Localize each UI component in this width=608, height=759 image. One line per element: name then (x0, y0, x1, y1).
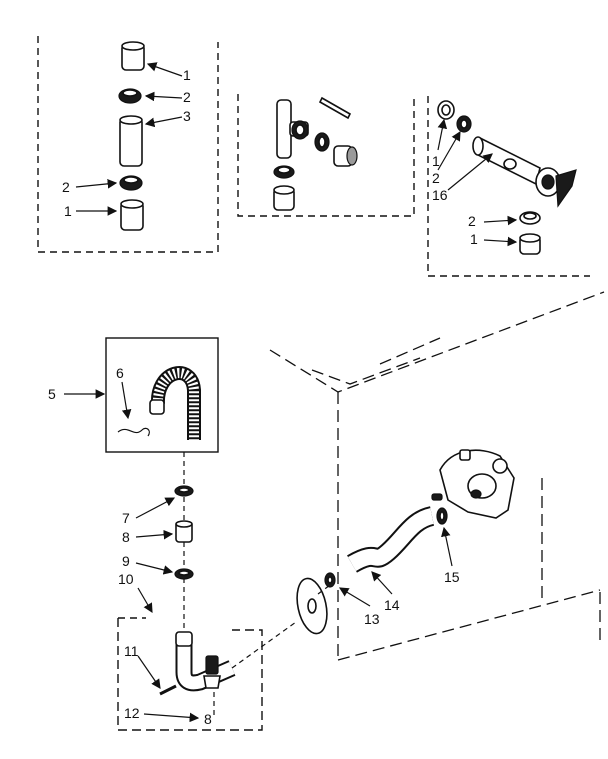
valve-lower-coupler (519, 233, 541, 255)
tee-lower-ring (273, 165, 295, 179)
callout-5: 5 (48, 386, 56, 402)
drain-clamp-7 (174, 485, 194, 497)
tee-ring (291, 120, 309, 140)
clamp-ring-bottom (119, 175, 143, 191)
connector-tube (119, 115, 143, 167)
callout-2-valve: 2 (432, 170, 440, 186)
coupler-bottom (120, 199, 144, 231)
callout-16: 16 (432, 187, 448, 203)
hose-clamp-15 (436, 507, 448, 525)
callout-10: 10 (118, 571, 134, 587)
part-mark-8: 8 (204, 711, 212, 727)
callout-3: 3 (183, 108, 191, 124)
valve-kit-box: 1 2 16 2 1 (427, 96, 590, 277)
callout-1-top: 1 (183, 67, 191, 83)
coupler-kit-box: 1 2 3 2 1 (37, 36, 219, 253)
callout-14: 14 (384, 597, 400, 613)
callout-15: 15 (444, 569, 460, 585)
callout-2-top: 2 (183, 89, 191, 105)
callout-1-valve: 1 (432, 153, 440, 169)
corrugated-drain-hose (149, 366, 201, 440)
drain-hose-kit-box: 6 (105, 337, 219, 453)
callout-2-valve-lower: 2 (468, 213, 476, 229)
tee-lower-coupler (273, 185, 295, 211)
hose-clamp-13 (324, 572, 336, 588)
valve-lower-ring (519, 211, 541, 225)
valve-body (472, 136, 577, 208)
tee-kit-box (237, 94, 415, 217)
cotter-pin (318, 96, 352, 120)
pump-assembly (431, 449, 515, 519)
drain-clamp-9 (174, 568, 194, 580)
drain-elbow (175, 631, 236, 692)
callout-8: 8 (122, 529, 130, 545)
tee-adapter (333, 145, 358, 167)
drain-adapter-8 (175, 520, 193, 543)
screw-11 (159, 684, 177, 696)
callout-13: 13 (364, 611, 380, 627)
callout-11: 11 (124, 643, 139, 659)
drain-fitting-box: 8 11 12 (117, 617, 263, 731)
callout-2-bottom: 2 (62, 179, 70, 195)
callout-6: 6 (116, 365, 124, 381)
valve-ring-2 (456, 115, 472, 133)
valve-ring-1 (437, 100, 455, 120)
callout-7: 7 (122, 510, 130, 526)
drain-hose-14 (347, 506, 435, 573)
callout-1-valve-lower: 1 (470, 231, 478, 247)
washer-cabinet-outline (269, 291, 605, 661)
clamp-ring-top (118, 88, 142, 104)
callout-12: 12 (124, 705, 140, 721)
hose-clip-6 (117, 427, 150, 437)
drain-connect-line (231, 621, 297, 669)
coupler-top (121, 41, 145, 71)
tee-clamp (314, 132, 330, 152)
callout-1-bottom: 1 (64, 203, 72, 219)
callout-9: 9 (122, 553, 130, 569)
